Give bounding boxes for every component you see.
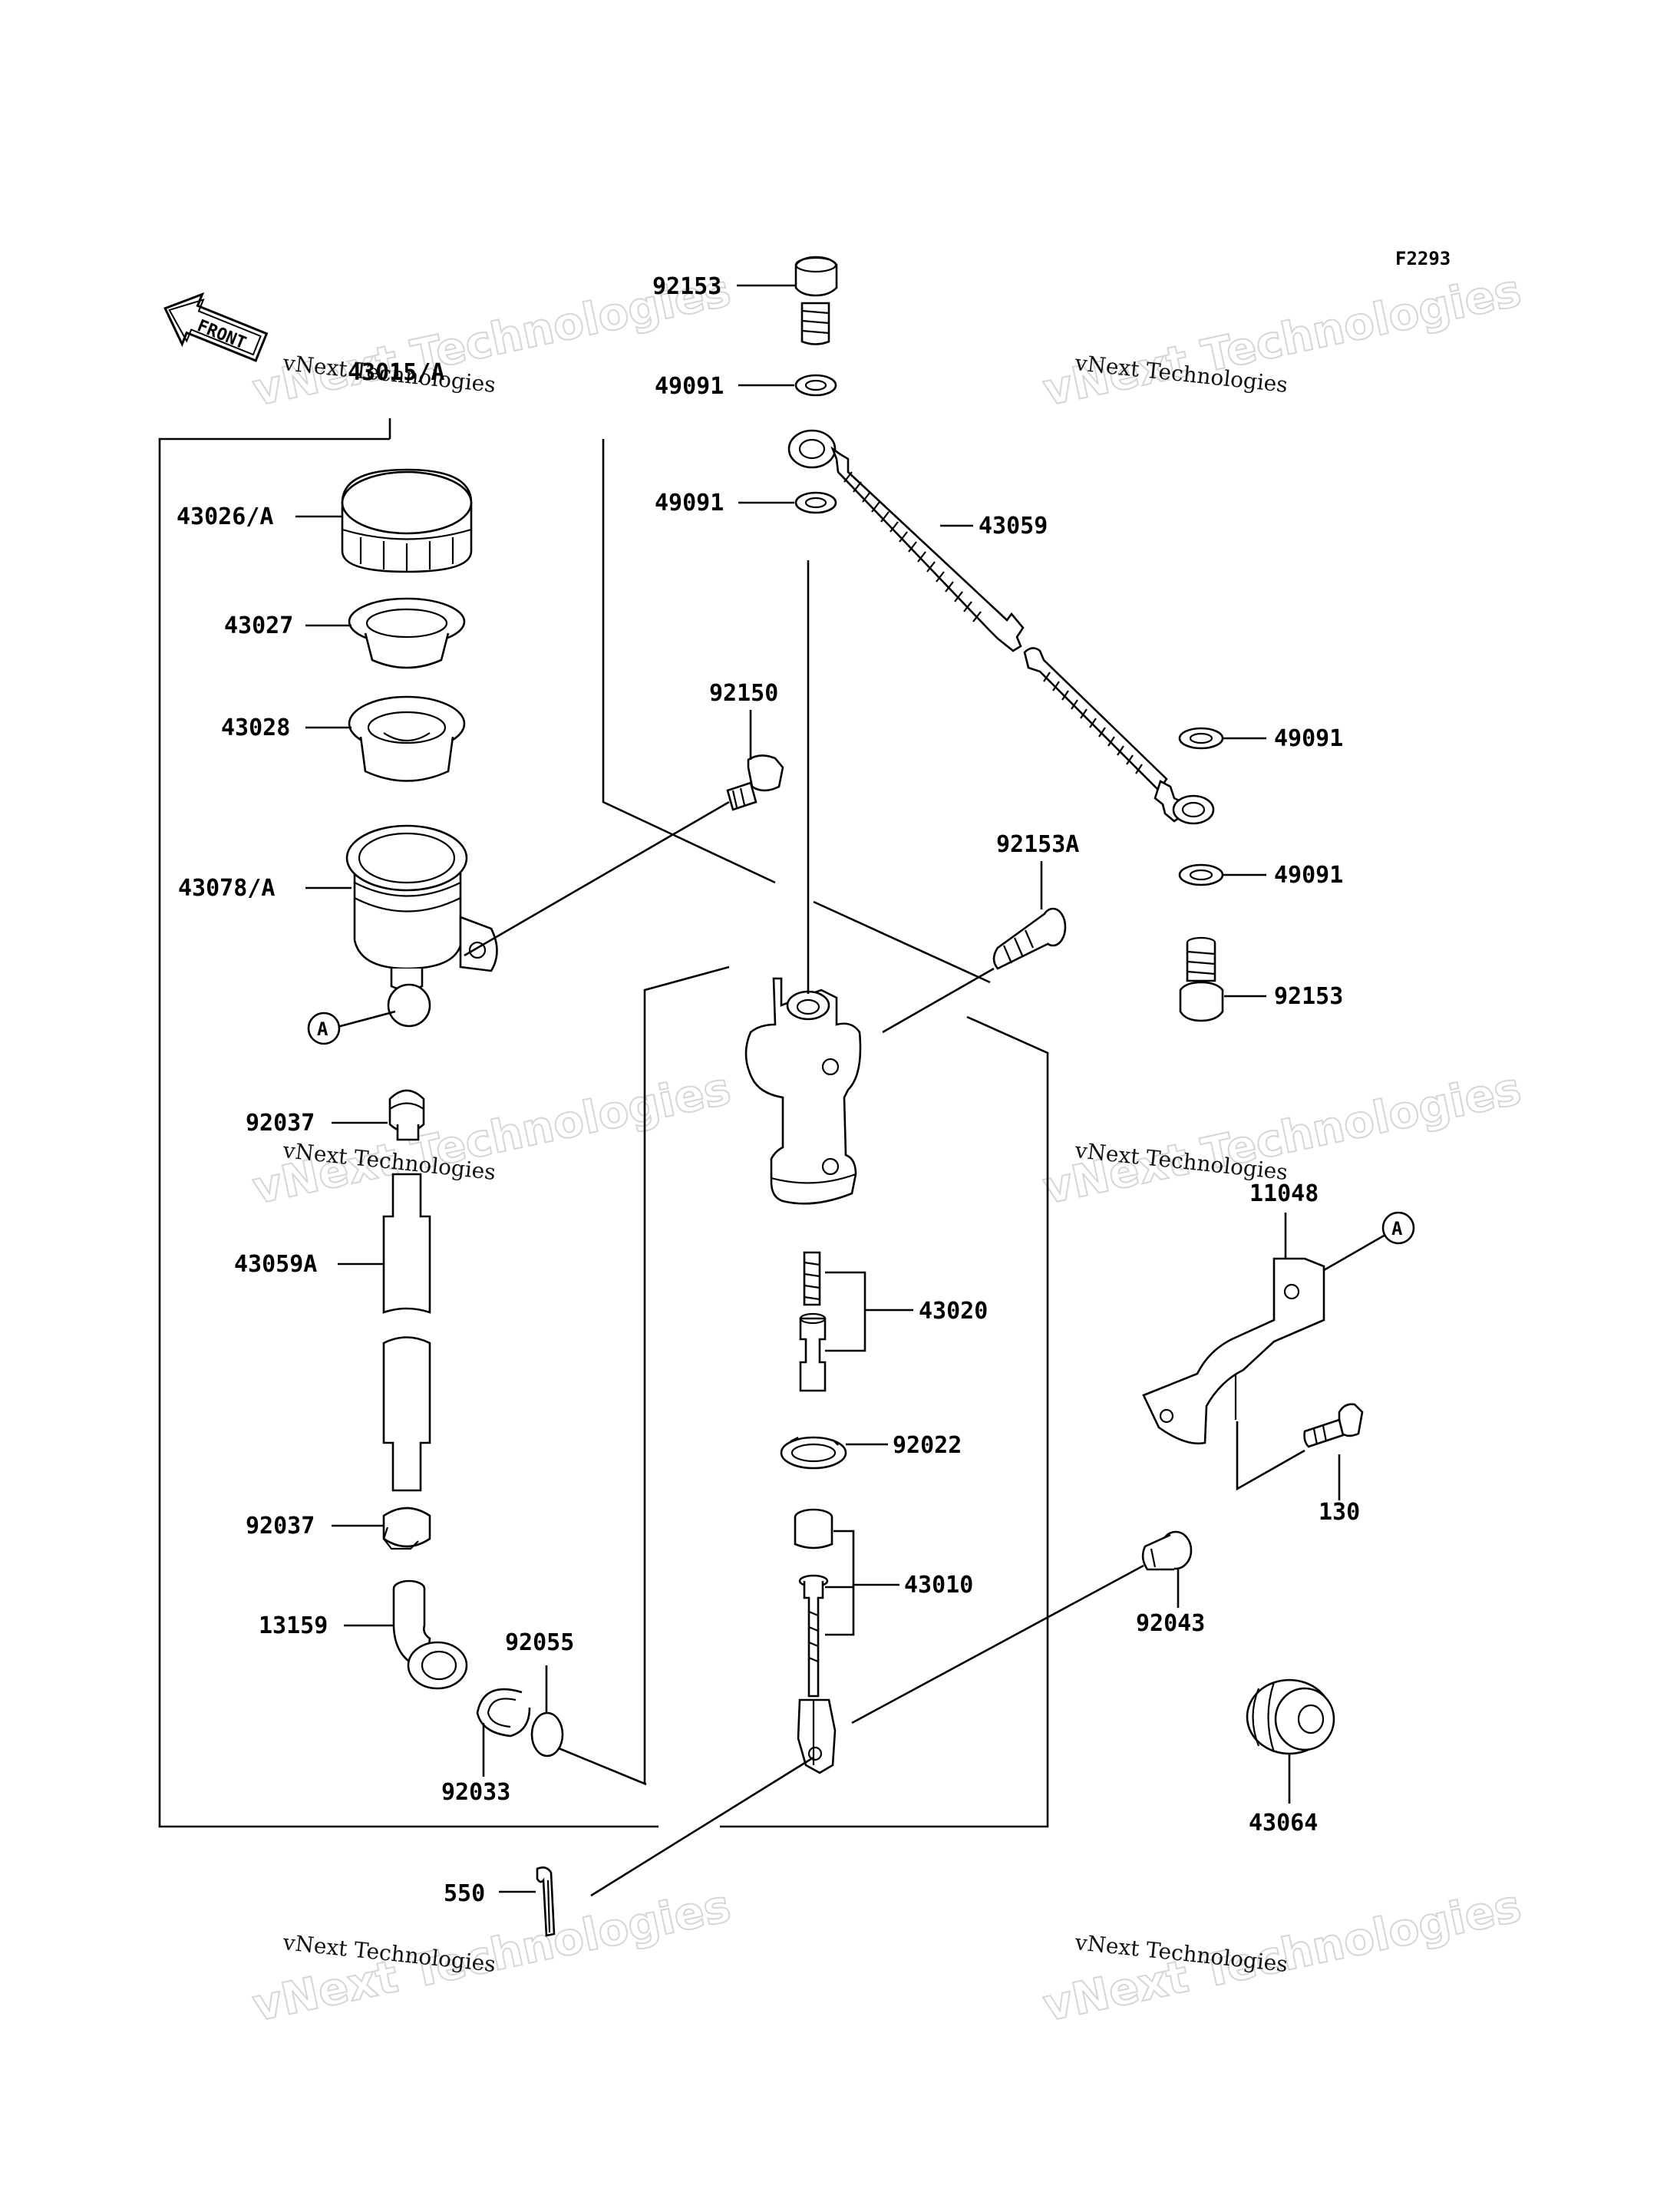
svg-text:A: A [317, 1018, 328, 1040]
label-49091-b: 49091 [655, 490, 724, 516]
label-43027: 43027 [224, 612, 293, 639]
screw-92150-part [726, 754, 784, 811]
label-92153-bottom: 92153 [1274, 983, 1343, 1010]
box-diagonal-lower [813, 900, 991, 984]
assembly-box-left [158, 437, 658, 1828]
reservoir-hose-part [382, 1173, 431, 1492]
label-92022: 92022 [893, 1432, 962, 1459]
leader-92153A-to-cylinder [882, 967, 995, 1034]
label-92037-upper: 92037 [246, 1110, 315, 1137]
label-43020: 43020 [919, 1298, 988, 1325]
leader-550-to-rod [590, 1756, 814, 1897]
push-rod-part [794, 1508, 837, 1774]
label-43010: 43010 [904, 1572, 973, 1599]
label-43028: 43028 [221, 715, 290, 741]
part-labels: 43015/A 43026/A 43027 43028 43078/A 9203… [177, 273, 1360, 1907]
label-43015: 43015/A [348, 359, 444, 386]
reservoir-part [345, 824, 498, 1028]
reference-mark-a-left: A [307, 1012, 341, 1045]
label-43078: 43078/A [178, 875, 275, 902]
svg-text:A: A [1391, 1218, 1403, 1239]
washer-49091-d-part [1178, 863, 1224, 886]
washer-49091-a-part [794, 374, 837, 397]
label-92153-top: 92153 [652, 273, 721, 300]
bolt-92153A-part [992, 907, 1067, 970]
label-49091-a: 49091 [655, 373, 724, 400]
assembly-box-right [643, 965, 730, 1784]
label-43064: 43064 [1249, 1810, 1318, 1837]
diaphragm-part [348, 695, 466, 782]
leader-92150-to-reservoir [464, 800, 730, 957]
label-92153A: 92153A [996, 831, 1079, 858]
front-arrow-icon: FRONT [163, 292, 269, 362]
figure-code: F2293 [1395, 248, 1451, 269]
label-43026: 43026/A [177, 503, 273, 530]
label-49091-c: 49091 [1274, 725, 1343, 752]
label-92043: 92043 [1136, 1610, 1205, 1637]
label-43059: 43059 [979, 513, 1048, 540]
banjo-bolt-top-part [794, 256, 838, 345]
label-49091-d: 49091 [1274, 862, 1343, 889]
elbow-fitting-part [392, 1579, 468, 1690]
label-92033: 92033 [441, 1779, 510, 1806]
label-13159: 13159 [259, 1612, 328, 1639]
reservoir-cap-part [341, 468, 473, 573]
washer-49091-c-part [1178, 727, 1224, 750]
watermark-outline: vNext Technologies [248, 1062, 734, 1214]
clevis-pin-part [1141, 1530, 1193, 1571]
circlip-part [476, 1688, 531, 1738]
assembly-box-right-bottom [720, 1015, 1049, 1828]
label-92037-lower: 92037 [246, 1513, 315, 1540]
label-92055: 92055 [505, 1629, 574, 1656]
label-550: 550 [444, 1880, 485, 1907]
reference-mark-a-right: A [1381, 1211, 1415, 1245]
label-92150: 92150 [709, 680, 778, 707]
leader-43020-bracket [825, 1271, 866, 1352]
brake-hose-part [787, 429, 1215, 825]
spring-piston-part [799, 1251, 827, 1392]
assembly-box-left-right-edge [602, 439, 776, 884]
grommet-part [1246, 1678, 1335, 1755]
leader-130-bracket [1236, 1421, 1305, 1491]
o-ring-part [530, 1711, 564, 1757]
label-11048: 11048 [1249, 1180, 1319, 1207]
hose-clamp-upper-part [388, 1089, 425, 1141]
leader-92043-to-rod [851, 1564, 1144, 1724]
washer-49091-b-part [794, 491, 837, 514]
diaphragm-plate-part [348, 597, 466, 669]
master-cylinder-body-part [744, 977, 862, 1205]
bolt-130-part [1303, 1403, 1364, 1448]
bracket-part [1142, 1257, 1325, 1445]
leader-o-ring-line [558, 1747, 647, 1786]
leader-A-left [337, 1010, 396, 1028]
circlip-92022-part [780, 1436, 847, 1470]
leader-43010-bracket [825, 1530, 855, 1636]
leader-bracket-to-A [1323, 1230, 1391, 1272]
cotter-pin-part [536, 1866, 556, 1937]
banjo-bolt-bottom-part [1179, 936, 1224, 1022]
label-43059A: 43059A [234, 1251, 317, 1278]
label-130: 130 [1319, 1499, 1360, 1526]
hose-clamp-lower-part [382, 1507, 431, 1550]
